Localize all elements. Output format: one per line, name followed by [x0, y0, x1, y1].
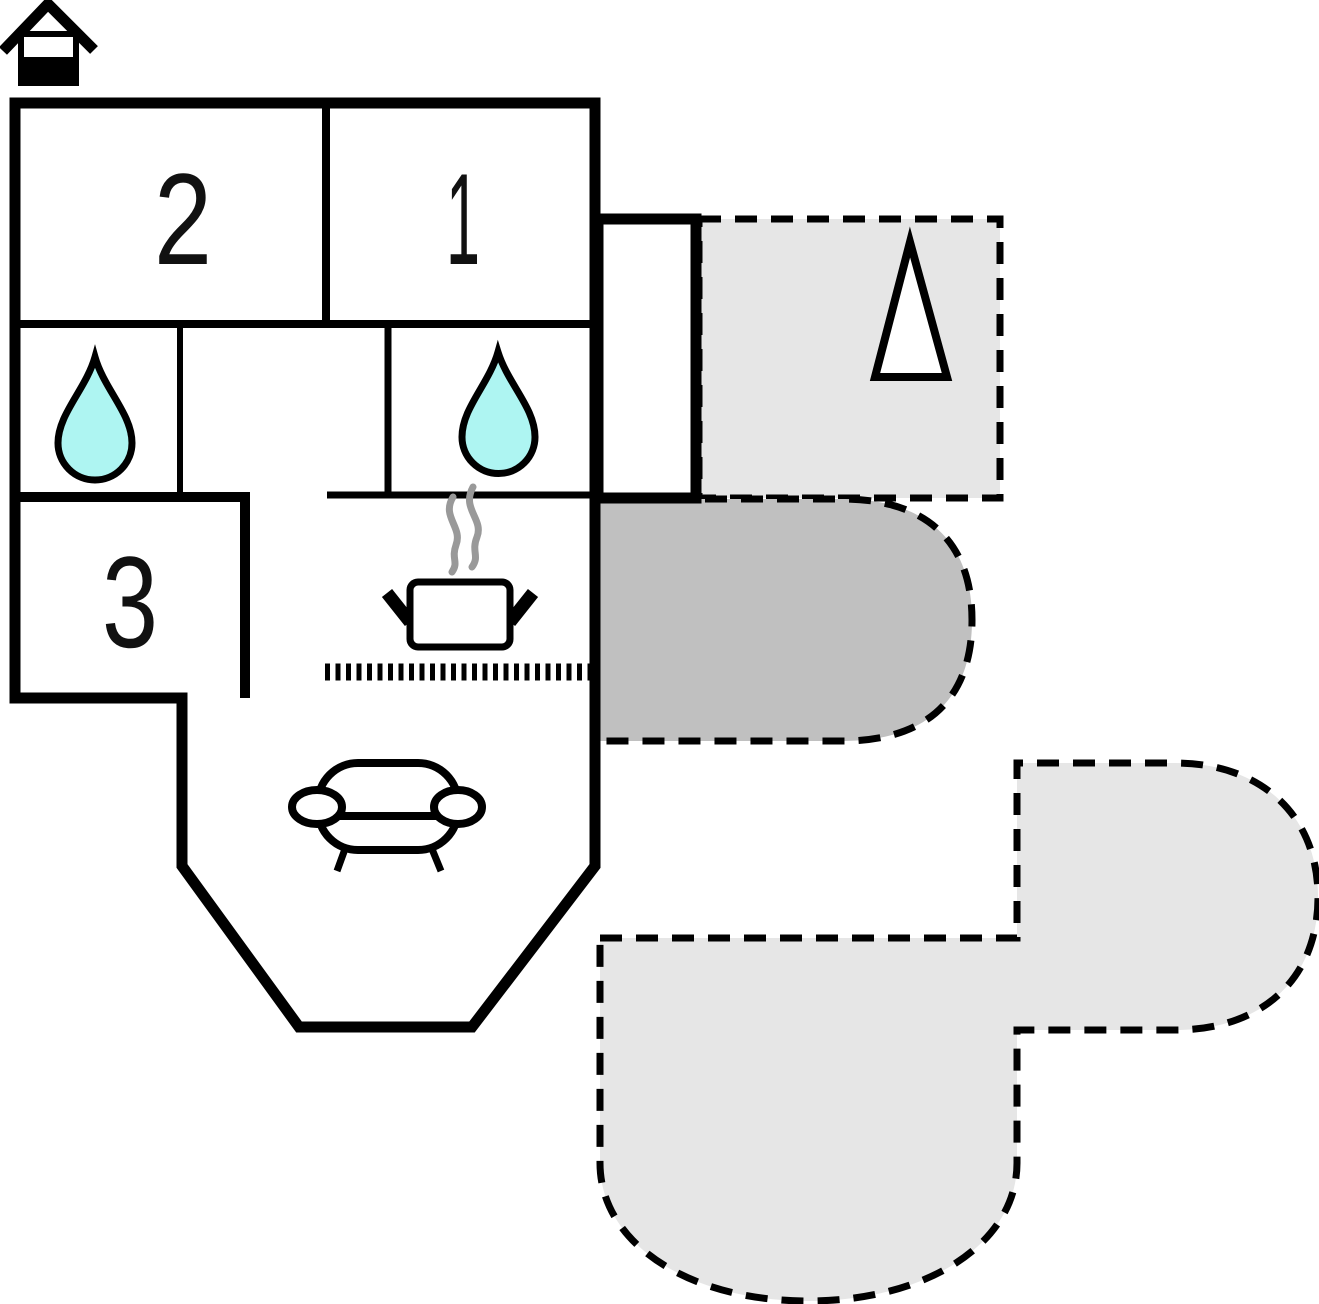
steam-wave-left: [445, 493, 461, 576]
interior-walls: [15, 103, 592, 698]
room-labels: 2 1 3: [102, 146, 480, 675]
pot-body: [406, 578, 514, 651]
room-label-2: 2: [154, 146, 212, 292]
house-roof: [0, 0, 98, 55]
steam-icon: [445, 483, 482, 576]
water-drop-icon-right: [458, 339, 539, 477]
pot-handle-left: [381, 588, 416, 627]
terrace-middle: [593, 495, 976, 745]
triangle-marker-icon: [869, 226, 953, 381]
terraces: [593, 215, 1319, 1304]
steam-wave-right: [465, 483, 482, 571]
room-label-1: 1: [446, 146, 480, 292]
entrance-vestibule: [592, 213, 702, 504]
sofa-leg-left: [333, 847, 349, 873]
kitchen: [325, 483, 592, 681]
terrace-bottom: [596, 759, 1319, 1304]
sofa-icon: [288, 759, 486, 873]
sofa-armrest-right: [430, 786, 486, 828]
bathrooms: [54, 339, 539, 484]
water-drop-icon-left: [54, 344, 136, 484]
sofa-leg-right: [428, 847, 445, 873]
house-body-lower: [18, 57, 79, 84]
terrace-top: [695, 215, 1004, 502]
cooking-pot-icon: [381, 578, 539, 651]
room-label-3: 3: [102, 529, 158, 675]
pot-handle-right: [504, 588, 539, 627]
sofa-armrest-left: [288, 786, 346, 828]
house-icon: [0, 0, 98, 86]
